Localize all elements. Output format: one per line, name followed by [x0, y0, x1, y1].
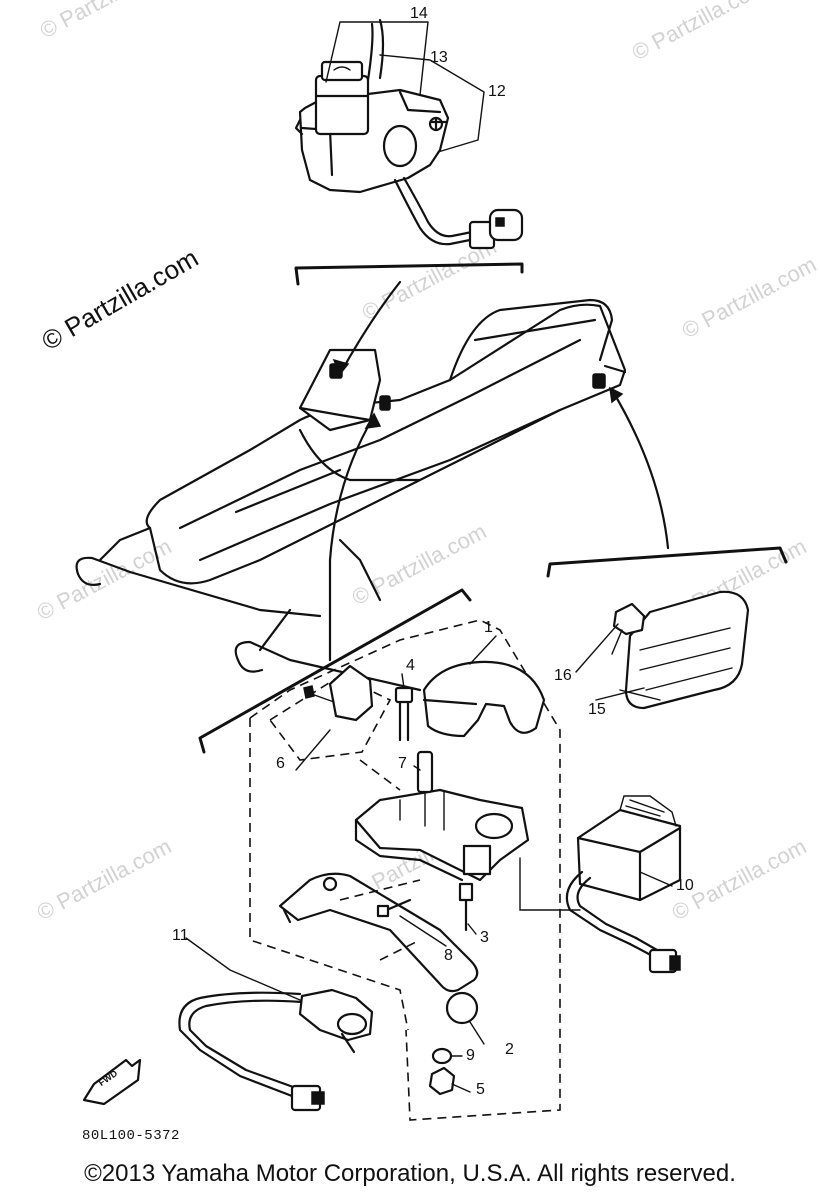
main-bracket [198, 588, 472, 754]
callout-12: 12 [488, 83, 506, 100]
callout-8: 8 [444, 947, 453, 964]
callout-6: 6 [276, 755, 285, 772]
callout-1: 1 [484, 619, 493, 636]
callout-16: 16 [554, 667, 572, 684]
snowmobile-silhouette [75, 280, 670, 692]
callout-9: 9 [466, 1047, 475, 1064]
callout-5: 5 [476, 1081, 485, 1098]
throttle-cable [178, 988, 374, 1112]
callout-2: 2 [505, 1041, 514, 1058]
handlebar-switch-assembly [249, 619, 561, 1121]
leader-lines [185, 623, 673, 1093]
fwd-arrow [82, 1058, 142, 1106]
callout-11: 11 [172, 927, 189, 944]
copyright-notice: ©2013 Yamaha Motor Corporation, U.S.A. A… [84, 1160, 736, 1187]
callout-14: 14 [410, 5, 428, 22]
callout-7: 7 [398, 755, 407, 772]
callout-4: 4 [406, 657, 415, 674]
callout-10: 10 [676, 877, 694, 894]
callout-13: 13 [430, 49, 448, 66]
tank-assembly [294, 18, 524, 286]
callout-15: 15 [588, 701, 606, 718]
relay-unit [519, 795, 682, 974]
drawing-code: 80L100-5372 [82, 1128, 180, 1144]
callout-3: 3 [480, 929, 489, 946]
taillight-group [546, 546, 788, 710]
